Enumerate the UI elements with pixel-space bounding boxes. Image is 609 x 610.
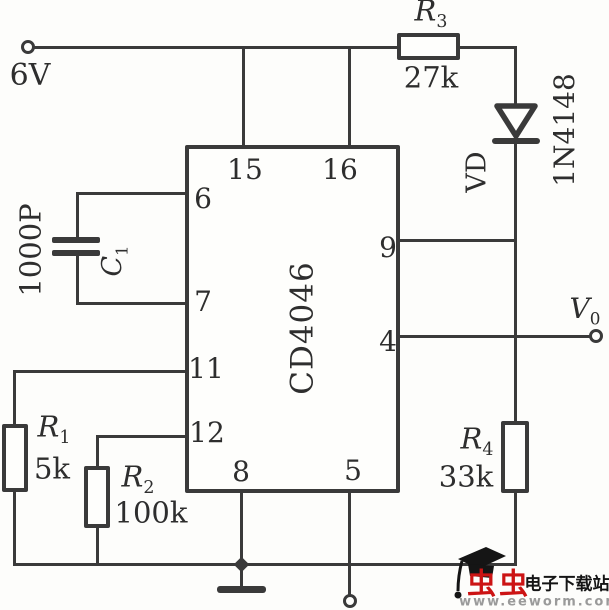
wire-c1-upper	[76, 192, 79, 239]
pin-label-16: 16	[322, 153, 358, 186]
wire-pin9	[399, 239, 516, 242]
wire-pin5-stub	[348, 491, 351, 595]
wire-pin15-stub	[242, 47, 245, 147]
wire-r1-lower	[13, 490, 16, 566]
pin-label-11: 11	[188, 352, 224, 385]
wire-diode-cathode	[514, 144, 517, 423]
wire-ground-rail	[13, 563, 517, 566]
power-label: 6V	[9, 58, 51, 93]
pin-label-5: 5	[344, 454, 362, 487]
capacitor-c1-ref: C1	[97, 245, 132, 277]
pin-label-8: 8	[232, 455, 250, 488]
wire-pin16-stub	[348, 47, 351, 147]
capacitor-c1-plate-top	[52, 237, 100, 243]
junction-dot-pin8-ground	[233, 556, 250, 573]
wire-c1-lower	[76, 255, 79, 305]
diode-symbol	[492, 103, 540, 144]
resistor-r2-value: 100k	[114, 495, 188, 530]
resistor-r3-body	[397, 33, 460, 60]
wire-pin12	[96, 435, 186, 438]
pin-label-4: 4	[379, 325, 397, 358]
watermark-cap-icon	[454, 547, 506, 599]
watermark-site-name: 电子下载站	[524, 574, 609, 595]
pin-label-9: 9	[379, 231, 397, 264]
resistor-r3-ref: R3	[414, 0, 448, 33]
resistor-r4-body	[501, 421, 529, 493]
ic-body	[185, 145, 400, 493]
pin-label-7: 7	[194, 285, 212, 318]
wire-pin11	[13, 370, 186, 373]
resistor-r1-body	[2, 424, 28, 492]
wire-pin4-output	[399, 335, 592, 338]
wire-top-rail	[33, 46, 399, 49]
wire-r2-lower	[96, 526, 99, 566]
wire-r4-lower	[514, 491, 517, 566]
output-label: V0	[569, 291, 601, 329]
wire-pin7	[77, 302, 186, 305]
resistor-r2-ref: R2	[121, 459, 155, 499]
pin-label-12: 12	[189, 416, 225, 449]
resistor-r4-value: 33k	[438, 459, 494, 494]
capacitor-c1-value: 1000P	[13, 203, 48, 297]
watermark-logo-text: 虫虫	[466, 566, 532, 601]
ic-name-label: CD4046	[284, 261, 321, 395]
wire-ground-stem	[240, 563, 243, 588]
output-terminal	[589, 329, 603, 343]
input-terminal-pin5	[343, 594, 357, 608]
resistor-r1-value: 5k	[33, 451, 71, 486]
ground-symbol	[217, 586, 266, 593]
wire-r1-upper	[13, 370, 16, 426]
diode-ref-label: VD	[461, 151, 493, 193]
wire-pin8-stub	[240, 491, 243, 565]
resistor-r1-ref: R1	[37, 409, 71, 449]
resistor-r2-body	[84, 466, 110, 528]
resistor-r3-value: 27k	[403, 60, 459, 95]
diode-part-label: 1N4148	[548, 73, 581, 187]
watermark-site-url: www.eeworm.com	[459, 594, 609, 610]
pin-label-6: 6	[194, 182, 212, 215]
wire-r2-upper	[96, 435, 99, 468]
wire-diode-anode	[514, 47, 517, 107]
wire-r3-output	[458, 46, 517, 49]
resistor-r4-ref: R4	[460, 421, 494, 461]
power-terminal	[21, 40, 35, 54]
wire-pin6	[77, 192, 186, 195]
pin-label-15: 15	[227, 153, 263, 186]
capacitor-c1-plate-bottom	[52, 250, 100, 256]
